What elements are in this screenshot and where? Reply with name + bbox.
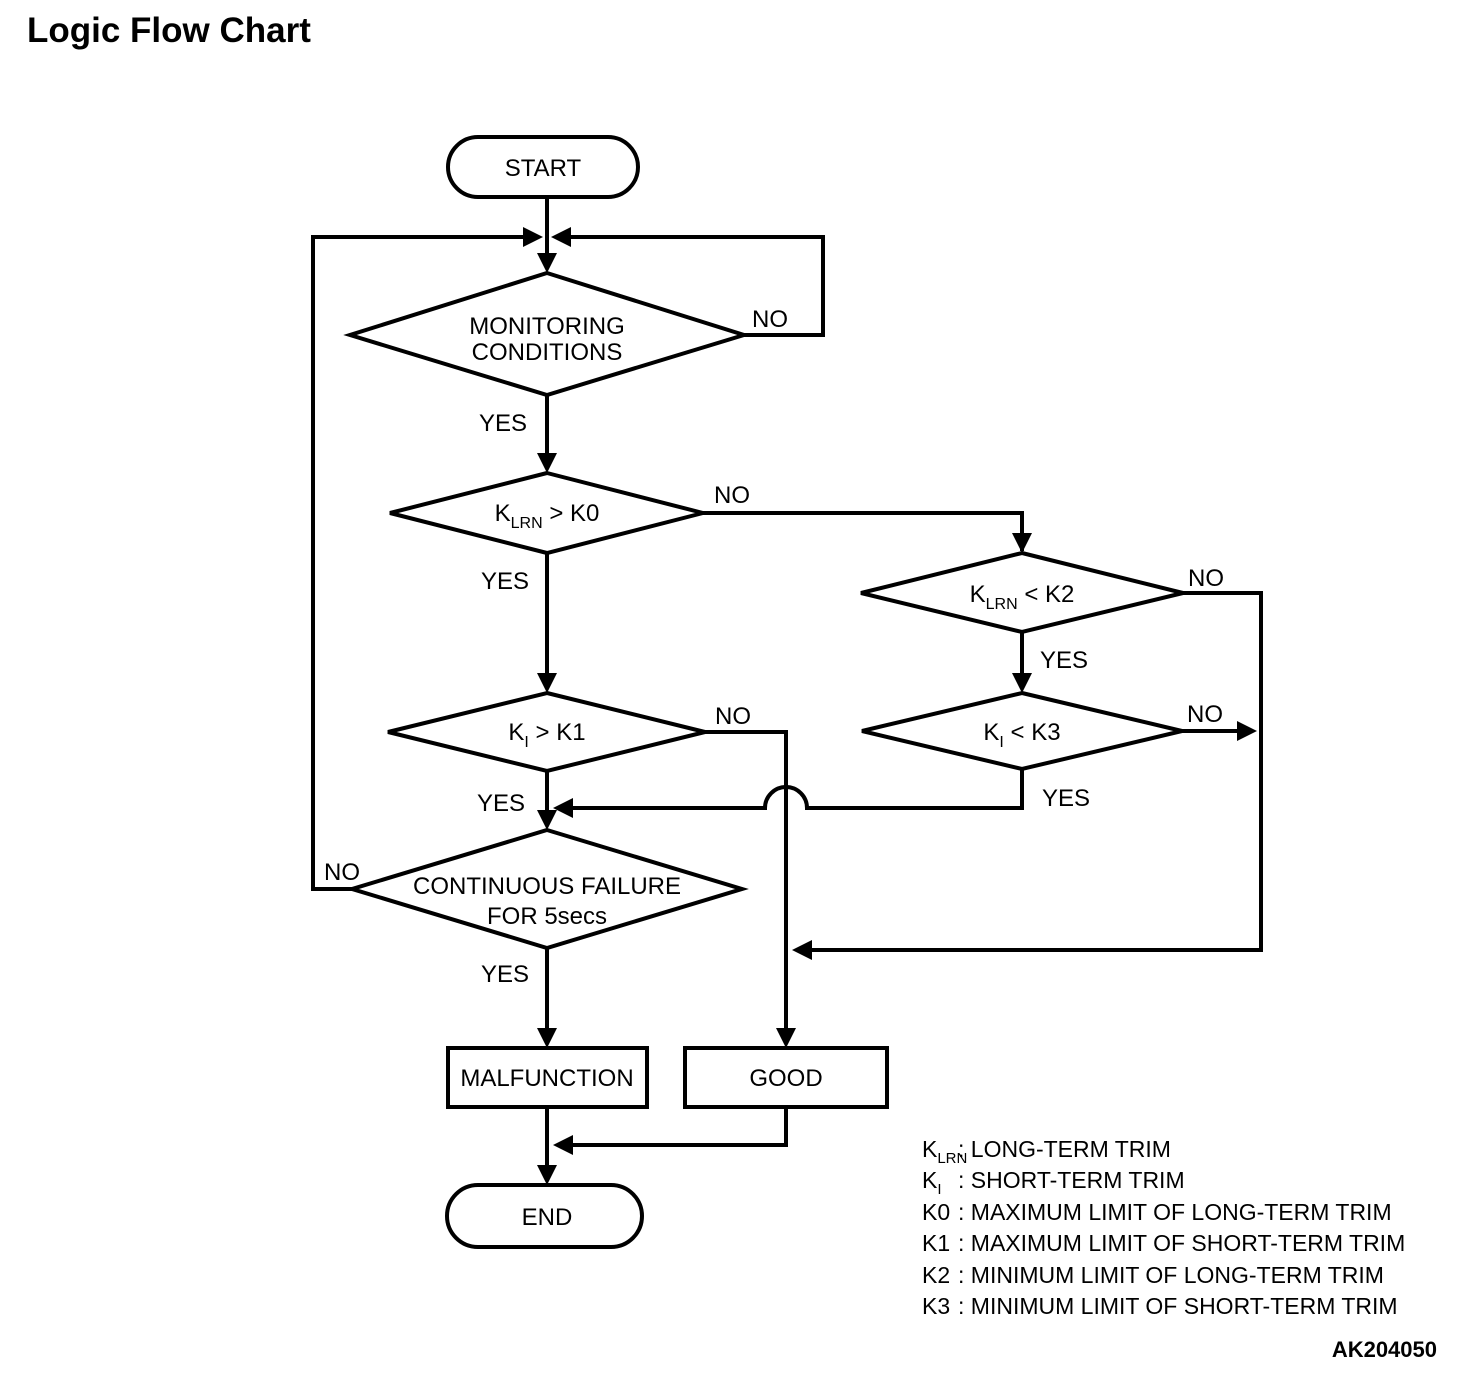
arrowhead-into-good bbox=[776, 1028, 796, 1048]
ki-gt-k1-decision bbox=[387, 690, 706, 774]
arrowhead-into-klrn-gt-k0 bbox=[537, 453, 557, 473]
end-label: END bbox=[522, 1204, 573, 1231]
ki-lt-k3-label: KI < K3 bbox=[983, 719, 1060, 751]
edge-monitoring-no-loop bbox=[555, 235, 825, 337]
legend-definition: : MAXIMUM LIMIT OF LONG-TERM TRIM bbox=[958, 1199, 1392, 1225]
klrn-gt-k0-decision bbox=[389, 470, 704, 556]
continuous-failure-label-line1: CONTINUOUS FAILURE bbox=[413, 873, 681, 900]
malfunction-process bbox=[446, 1046, 649, 1109]
ki-lt-k3-yes-label: YES bbox=[1042, 785, 1090, 812]
legend-definition: : MAXIMUM LIMIT OF SHORT-TERM TRIM bbox=[958, 1230, 1405, 1256]
start-label: START bbox=[505, 155, 582, 182]
arrowhead-into-ki-gt-k1 bbox=[537, 673, 557, 693]
ki-gt-k1-label: KI > K1 bbox=[508, 719, 585, 751]
legend-row-ki: KI : SHORT-TERM TRIM bbox=[922, 1167, 1185, 1198]
good-process bbox=[683, 1046, 889, 1109]
end-terminator bbox=[445, 1183, 644, 1249]
arrowhead-right-branch-merge bbox=[792, 940, 812, 960]
legend-row-k0: K0 : MAXIMUM LIMIT OF LONG-TERM TRIM bbox=[922, 1199, 1392, 1225]
legend-term: K0 bbox=[922, 1199, 950, 1225]
monitoring-conditions-decision bbox=[343, 270, 751, 398]
edge-klrn-gt-k0-no bbox=[703, 511, 1024, 551]
page-title: Logic Flow Chart bbox=[27, 11, 311, 50]
flow-nodes bbox=[343, 135, 1184, 1249]
ki-gt-k1-no-label: NO bbox=[715, 703, 751, 730]
klrn-gt-k0-no-label: NO bbox=[714, 482, 750, 509]
monitoring-yes-label: YES bbox=[479, 410, 527, 437]
continuous-failure-yes-label: YES bbox=[481, 961, 529, 988]
edge-klrn-lt-k2-no-to-good bbox=[796, 591, 1263, 952]
arrowhead-into-end bbox=[537, 1165, 557, 1185]
legend-definition: : LONG-TERM TRIM bbox=[958, 1136, 1171, 1162]
figure-code: AK204050 bbox=[1332, 1337, 1437, 1362]
legend-row-klrn: KLRN : LONG-TERM TRIM bbox=[922, 1136, 1171, 1167]
good-label: GOOD bbox=[749, 1065, 822, 1092]
legend-term: K2 bbox=[922, 1262, 950, 1288]
edge-continuous-failure-no-loop bbox=[311, 235, 539, 891]
ki-lt-k3-decision bbox=[861, 690, 1183, 772]
monitoring-label-line1: MONITORING bbox=[469, 313, 625, 340]
edge-ki-gt-k1-no-to-good bbox=[705, 730, 788, 1044]
legend-term: K3 bbox=[922, 1293, 950, 1319]
arrowhead-into-malfunction bbox=[537, 1028, 557, 1048]
legend-definition: : MINIMUM LIMIT OF SHORT-TERM TRIM bbox=[958, 1293, 1398, 1319]
edge-good-to-end bbox=[557, 1107, 788, 1147]
node-labels: START MONITORING CONDITIONS KLRN > K0 KL… bbox=[413, 155, 1074, 1231]
legend-term: K1 bbox=[922, 1230, 950, 1256]
legend-term: KLRN bbox=[922, 1136, 967, 1167]
legend-row-k1: K1 : MAXIMUM LIMIT OF SHORT-TERM TRIM bbox=[922, 1230, 1405, 1256]
legend-term: KI bbox=[922, 1167, 942, 1198]
arrowhead-into-continuous-failure bbox=[537, 810, 557, 830]
klrn-gt-k0-yes-label: YES bbox=[481, 568, 529, 595]
klrn-gt-k0-label: KLRN > K0 bbox=[495, 500, 600, 532]
branch-labels: NO YES NO YES NO YES NO YES NO YES NO YE… bbox=[324, 306, 1224, 988]
klrn-lt-k2-no-label: NO bbox=[1188, 565, 1224, 592]
arrowhead-into-ki-lt-k3 bbox=[1012, 673, 1032, 693]
arrowhead-junction-from-right bbox=[551, 227, 571, 247]
klrn-lt-k2-yes-label: YES bbox=[1040, 647, 1088, 674]
arrowhead-good-merge bbox=[553, 1135, 573, 1155]
ki-gt-k1-yes-label: YES bbox=[477, 790, 525, 817]
monitoring-label-line2: CONDITIONS bbox=[472, 339, 623, 366]
ki-lt-k3-no-label: NO bbox=[1187, 701, 1223, 728]
arrowhead-into-monitoring bbox=[537, 253, 557, 273]
legend-definition: : SHORT-TERM TRIM bbox=[958, 1167, 1185, 1193]
arrowheads bbox=[523, 227, 1257, 1185]
arrowhead-ki-lt-k3-yes-merge bbox=[553, 798, 573, 818]
edge-ki-lt-k3-yes-with-hop bbox=[557, 769, 1024, 810]
arrowhead-ki-lt-k3-no-merge bbox=[1237, 721, 1257, 741]
klrn-lt-k2-label: KLRN < K2 bbox=[970, 581, 1075, 613]
legend-row-k3: K3 : MINIMUM LIMIT OF SHORT-TERM TRIM bbox=[922, 1293, 1398, 1319]
monitoring-no-label: NO bbox=[752, 306, 788, 333]
legend-row-k2: K2 : MINIMUM LIMIT OF LONG-TERM TRIM bbox=[922, 1262, 1384, 1288]
arrowhead-into-klrn-lt-k2 bbox=[1012, 533, 1032, 553]
legend: KLRN : LONG-TERM TRIM KI : SHORT-TERM TR… bbox=[922, 1136, 1405, 1319]
start-terminator bbox=[446, 135, 640, 199]
continuous-failure-label-line2: FOR 5secs bbox=[487, 903, 607, 930]
legend-definition: : MINIMUM LIMIT OF LONG-TERM TRIM bbox=[958, 1262, 1384, 1288]
continuous-failure-no-label: NO bbox=[324, 859, 360, 886]
continuous-failure-decision bbox=[345, 827, 749, 951]
klrn-lt-k2-decision bbox=[860, 550, 1184, 635]
arrowhead-junction-from-left bbox=[523, 227, 543, 247]
malfunction-label: MALFUNCTION bbox=[460, 1065, 633, 1092]
